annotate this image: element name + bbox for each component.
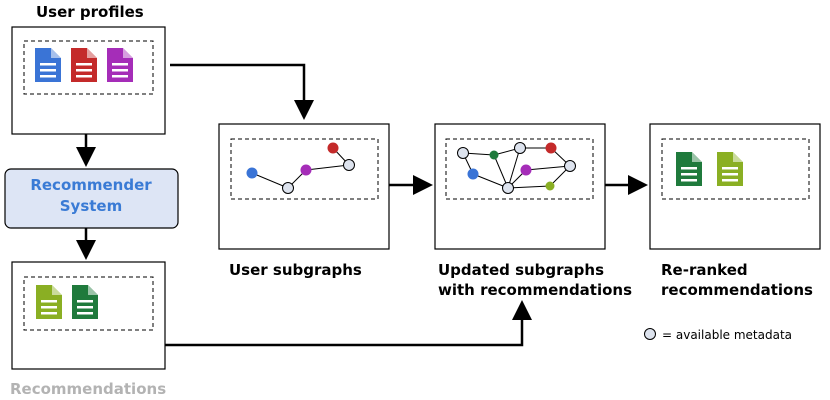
- user-subgraphs-box: [218, 123, 390, 250]
- user-subgraph: [246, 142, 355, 194]
- updated-subgraphs-label-line1: Updated subgraphs: [438, 261, 604, 279]
- recommender-label-line1: Recommender: [30, 176, 152, 194]
- hollow-node-icon: [644, 328, 656, 340]
- user-subgraphs-label: User subgraphs: [229, 261, 362, 279]
- arrow-recommendations-to-updated: [165, 300, 532, 347]
- user-profiles-box: [11, 26, 166, 135]
- reranked-box: [649, 123, 821, 250]
- reranked-label-line1: Re-ranked: [661, 261, 748, 279]
- legend-text: = available metadata: [662, 328, 792, 342]
- user-profiles-label: User profiles: [36, 3, 144, 21]
- recommender-label-line2: System: [60, 197, 122, 215]
- arrow-profiles-to-subgraphs: [170, 63, 314, 120]
- recommendations-label: Recommendations: [10, 380, 166, 398]
- updated-subgraphs-box: [434, 123, 606, 250]
- reranked-label-line2: recommendations: [661, 281, 813, 299]
- recommender-system-box: Recommender System: [4, 168, 179, 229]
- recommendations-box: [11, 261, 166, 370]
- updated-subgraphs-label-line2: with recommendations: [438, 281, 632, 299]
- updated-subgraph: [457, 142, 576, 194]
- legend: = available metadata: [644, 328, 792, 342]
